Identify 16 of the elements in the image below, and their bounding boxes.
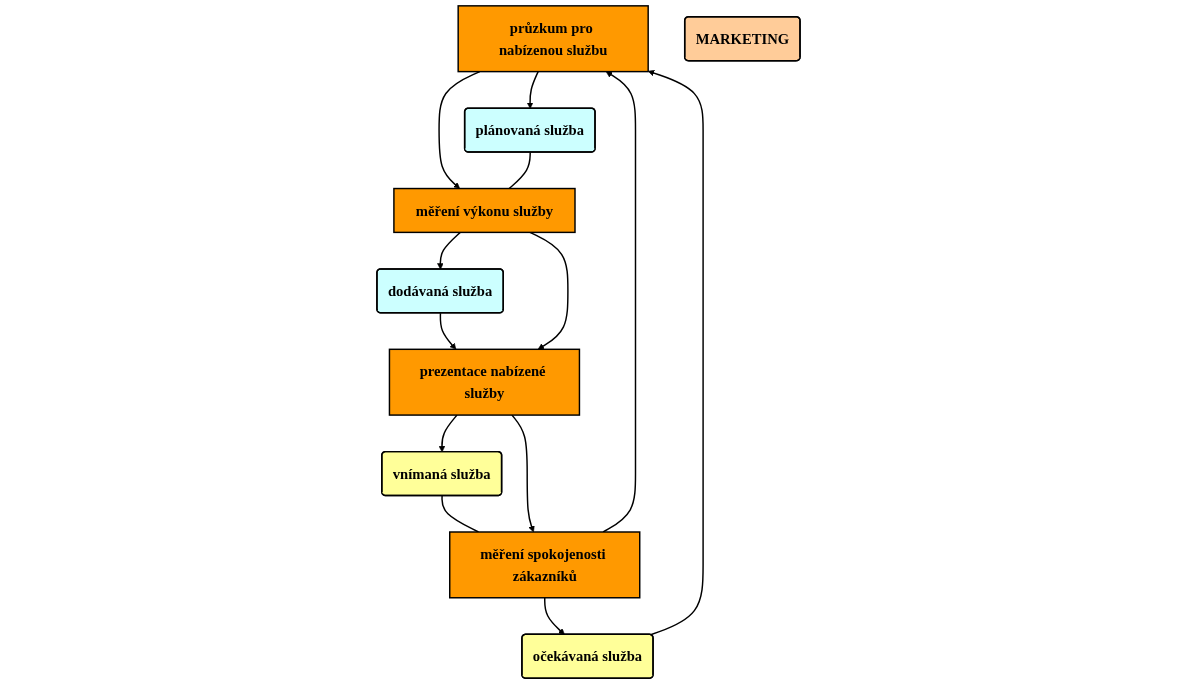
arrow (602, 71, 637, 533)
node-box: měření výkonu služby (393, 187, 576, 234)
arrow (529, 231, 569, 350)
arrow (647, 69, 704, 636)
arrow (438, 70, 481, 189)
connector (441, 495, 480, 533)
node-box: měření spokojenosti zákazníků (449, 531, 641, 599)
arrow (439, 312, 457, 350)
arrow (526, 70, 539, 109)
connector (508, 151, 531, 190)
node-box: prezentace nabízené služby (388, 348, 581, 416)
arrow (438, 414, 458, 453)
arrow (544, 597, 565, 635)
arrow (511, 414, 535, 533)
arrow (437, 231, 461, 270)
node-box: průzkum pro nabízenou službu (457, 5, 649, 73)
